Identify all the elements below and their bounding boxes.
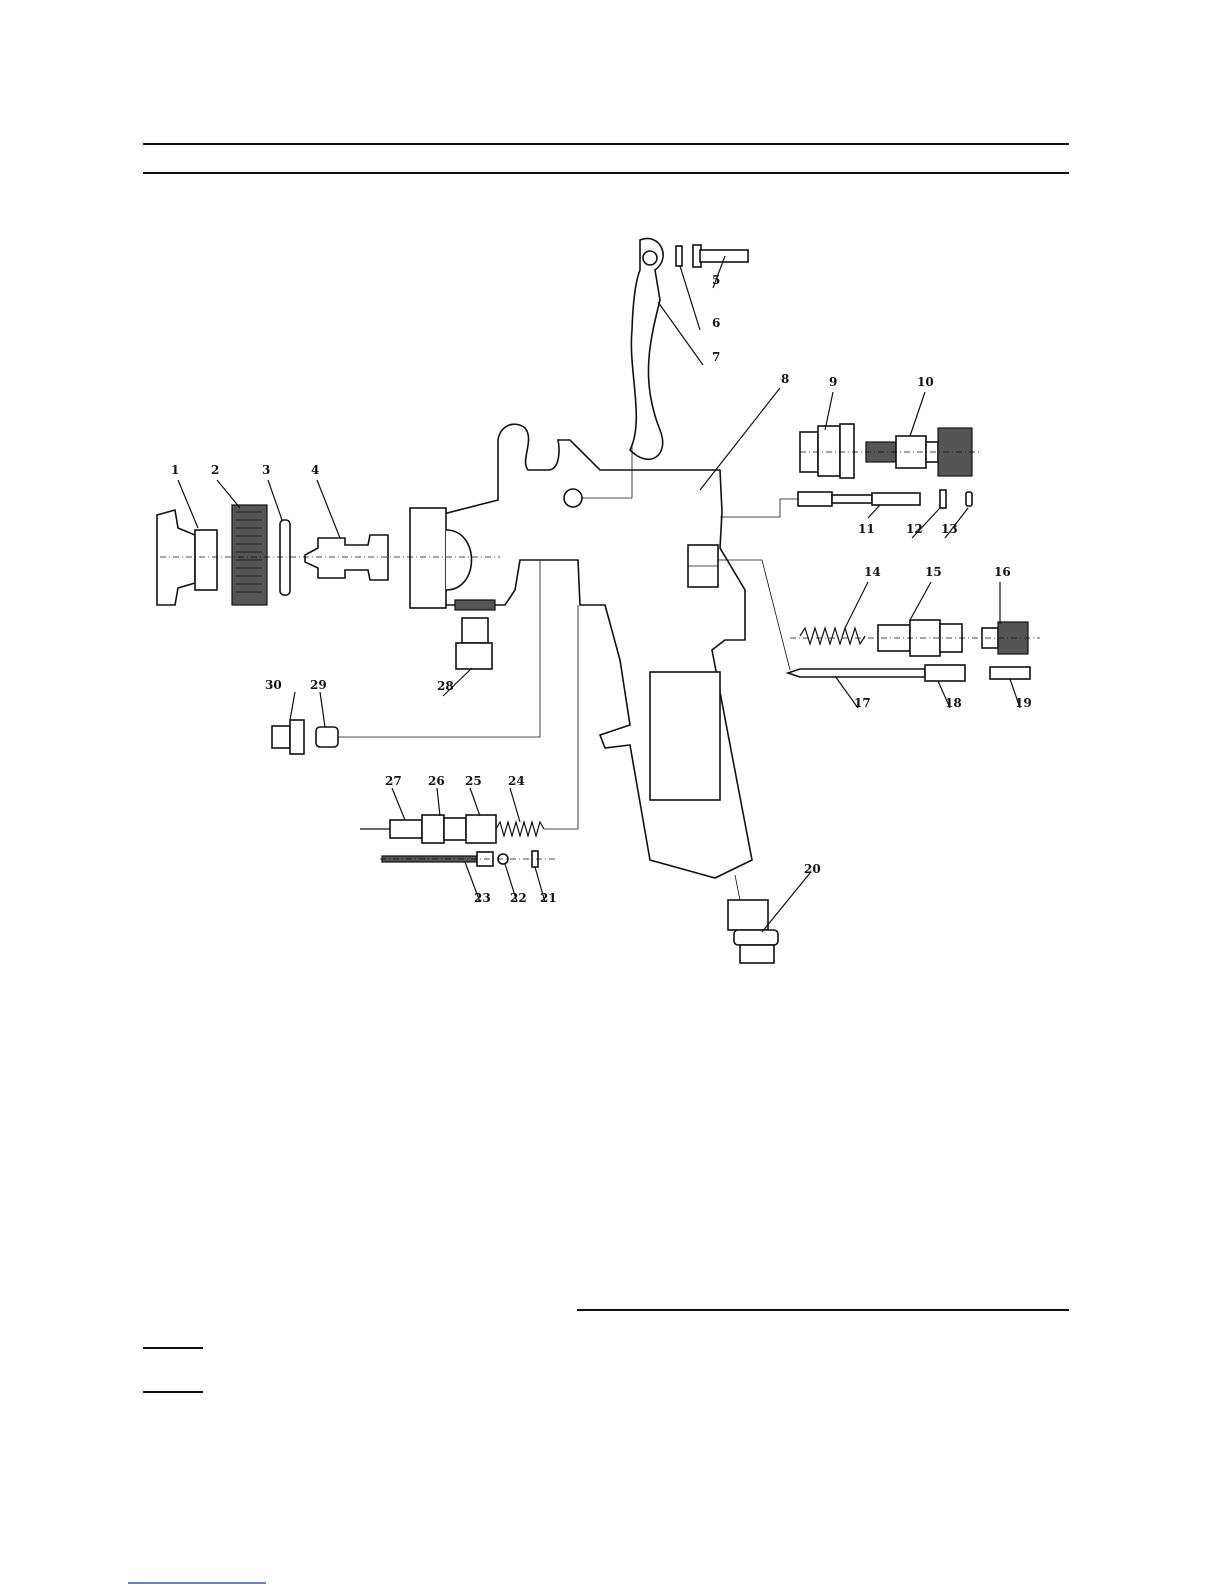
part-label: 15 [925, 565, 942, 579]
part-label: 8 [781, 372, 789, 386]
fluid-nozzle [305, 535, 388, 580]
valve-assembly-upper [390, 815, 544, 843]
valve-o-ring [940, 490, 946, 508]
part-label: 2 [211, 463, 219, 477]
part-label: 24 [508, 774, 525, 788]
part-label: 17 [854, 696, 871, 710]
part-label: 1 [171, 463, 179, 477]
part-label: 21 [540, 891, 557, 905]
retaining-ring [232, 505, 267, 605]
part-label: 14 [864, 565, 881, 579]
part-label: 13 [941, 522, 958, 536]
part-label: 30 [265, 678, 282, 692]
part-label: 7 [712, 350, 720, 364]
trigger-pin [693, 245, 748, 267]
part-label: 12 [906, 522, 923, 536]
part-label: 6 [712, 316, 720, 330]
trigger [630, 238, 663, 459]
air-cap [157, 510, 217, 605]
packing-nut [800, 424, 854, 478]
part-label: 10 [917, 375, 934, 389]
fluid-needle [788, 669, 925, 677]
part-label: 26 [428, 774, 445, 788]
needle-spring [800, 628, 865, 644]
part-label: 22 [510, 891, 527, 905]
valve-washer [966, 492, 972, 506]
part-label: 18 [945, 696, 962, 710]
part-label: 23 [474, 891, 491, 905]
part-label: 20 [804, 862, 821, 876]
air-valve-stem [798, 492, 920, 506]
plug-screw [272, 720, 304, 754]
air-inlet [728, 900, 778, 963]
part-label: 29 [310, 678, 327, 692]
part-label: 9 [829, 375, 837, 389]
fluid-inlet [456, 618, 492, 669]
part-label: 28 [437, 679, 454, 693]
plug-gasket [316, 727, 338, 747]
part-label: 16 [994, 565, 1011, 579]
part-label: 4 [311, 463, 319, 477]
part-label: 11 [858, 522, 875, 536]
needle-bushing [925, 665, 965, 681]
part-label: 19 [1015, 696, 1032, 710]
seal-ring [280, 520, 290, 595]
pin-washer [676, 246, 682, 266]
part-label: 5 [712, 273, 720, 287]
part-label: 3 [262, 463, 270, 477]
part-label: 25 [465, 774, 482, 788]
needle-end-cap [990, 667, 1030, 679]
part-label: 27 [385, 774, 402, 788]
